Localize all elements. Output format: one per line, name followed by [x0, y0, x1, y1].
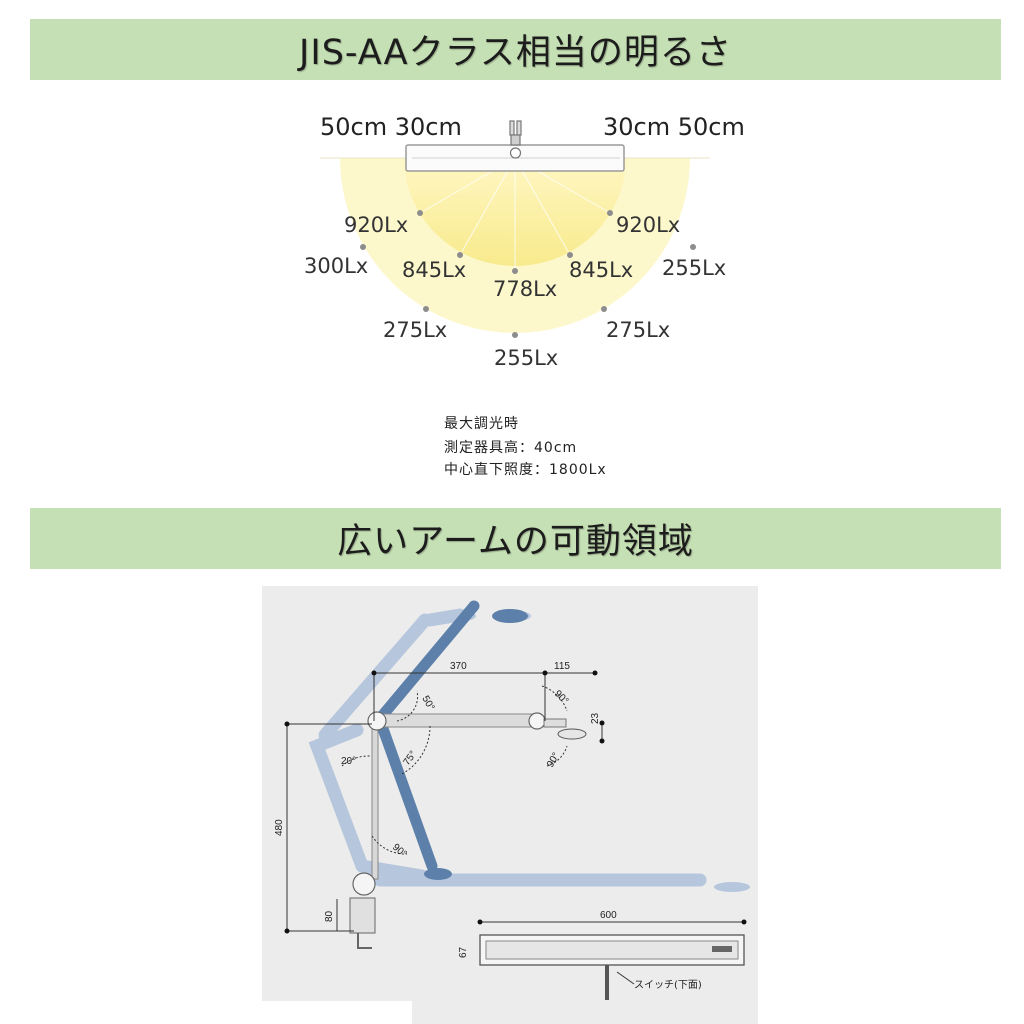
lux-inner-left-upper: 920Lx — [344, 213, 408, 237]
measurement-points — [360, 210, 696, 338]
diagram-panel — [262, 586, 758, 1001]
note-height: 測定器具高：40cm — [444, 439, 577, 456]
dark-heads — [424, 609, 528, 880]
lamp-bar-top-view — [479, 934, 745, 1000]
lux-inner-left-lower: 845Lx — [402, 258, 466, 282]
dim-height: 480 — [274, 819, 285, 836]
angle-swing: 20° — [341, 756, 356, 767]
note-center: 中心直下照度：1800Lx — [444, 461, 607, 478]
note-mode: 最大調光時 — [444, 416, 519, 432]
lux-center-outer: 255Lx — [494, 346, 558, 370]
lux-outer-right-lower: 275Lx — [606, 318, 670, 342]
arm-section-title: 広いアームの可動領域 — [30, 508, 1001, 569]
dim-head-drop: 23 — [590, 712, 601, 724]
lux-outer-left-upper: 300Lx — [304, 254, 368, 278]
dark-arm-positions — [376, 600, 480, 872]
dim-arm-length: 370 — [450, 661, 467, 672]
dim-base: 80 — [324, 910, 335, 922]
dim-head-offset: 115 — [554, 661, 570, 672]
brightness-section-title: JIS-AAクラス相当の明るさ — [30, 19, 1001, 80]
main-arm — [349, 711, 587, 949]
illuminance-diagram: 50cm 30cm 30cm 50cm 920Lx 920Lx 300Lx 25… — [304, 113, 745, 478]
lux-outer-right-upper: 255Lx — [662, 256, 726, 280]
dim-bar-height: 67 — [458, 946, 469, 958]
arm-range-diagram: 370 115 480 80 23 600 67 50° 90° 75° 20°… — [262, 586, 758, 1024]
distance-right-label: 30cm 50cm — [603, 113, 745, 141]
lux-inner-right-upper: 920Lx — [616, 213, 680, 237]
dim-bar-length: 600 — [600, 910, 617, 921]
lux-outer-left-lower: 275Lx — [383, 318, 447, 342]
angle-arcs — [341, 685, 568, 855]
lux-center-inner: 778Lx — [493, 277, 557, 301]
lux-inner-right-lower: 845Lx — [569, 258, 633, 282]
distance-left-label: 50cm 30cm — [320, 113, 462, 141]
lamp-clamp-icon — [509, 120, 522, 159]
dimension-lines — [286, 672, 744, 932]
dimension-points — [284, 670, 747, 934]
switch-label: スイッチ(下面) — [634, 979, 702, 991]
